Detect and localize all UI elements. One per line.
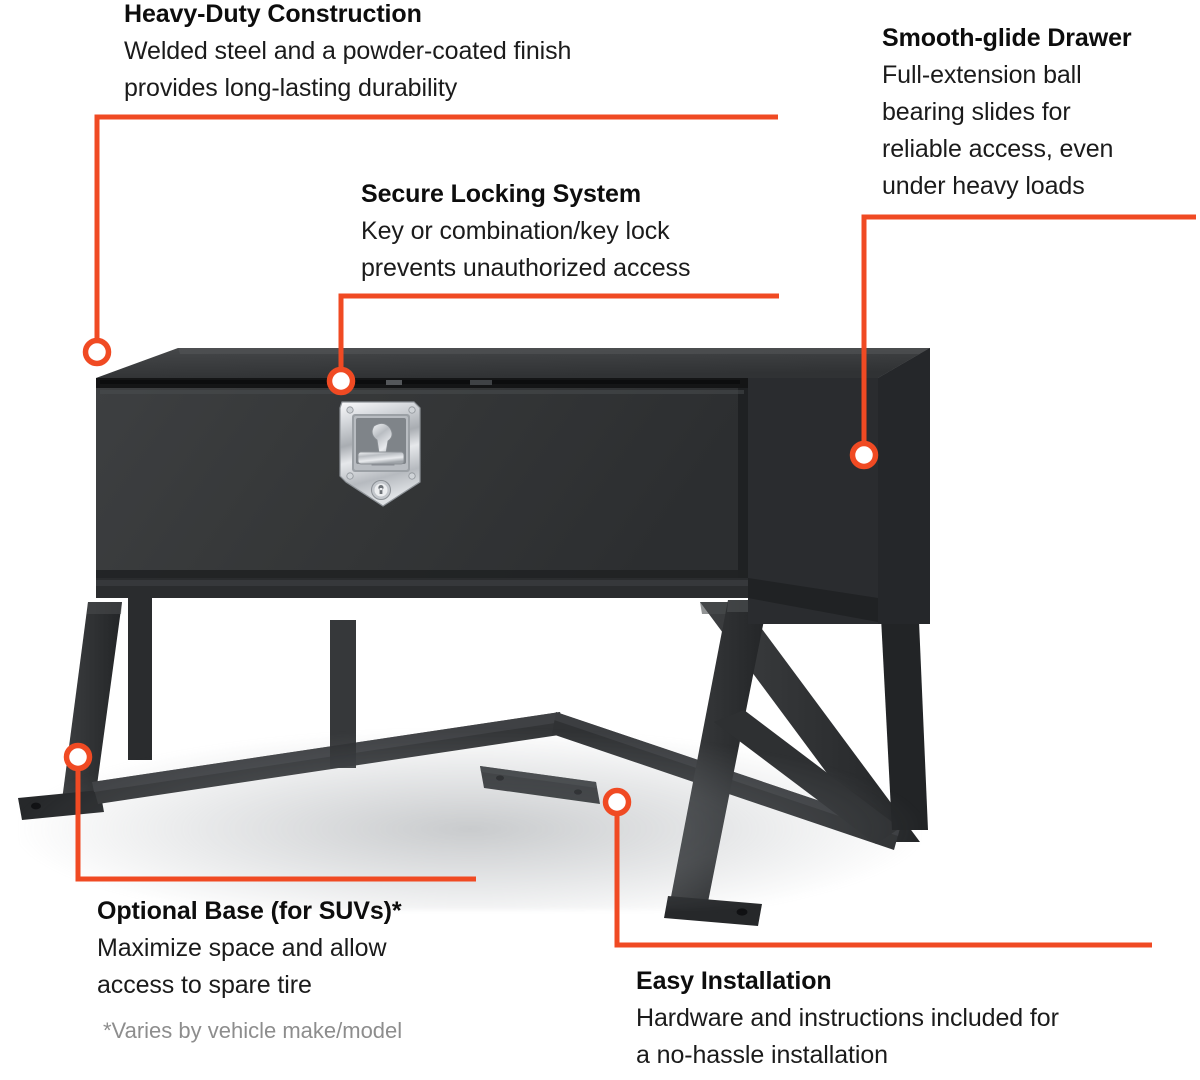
callout-body-line: provides long-lasting durability (124, 74, 458, 102)
callout-body-line: Key or combination/key lock (361, 217, 670, 245)
callout-title: Easy Installation (636, 967, 832, 995)
callout-optional-base: Optional Base (for SUVs)* Maximize space… (97, 893, 402, 1048)
t-handle-latch (339, 401, 421, 507)
product-drop-shadow (20, 730, 920, 910)
drawer-front-panel (96, 388, 748, 578)
callout-body: Full-extension ball bearing slides for r… (882, 57, 1132, 205)
key-cylinder (371, 480, 391, 500)
callout-body-line: Hardware and instructions included for (636, 1004, 1059, 1032)
callout-body-line: under heavy loads (882, 172, 1085, 200)
callout-footnote: *Varies by vehicle make/model (103, 1018, 403, 1043)
callout-body-line: Full-extension ball (882, 61, 1082, 89)
callout-body-line: prevents unauthorized access (361, 254, 691, 282)
callout-heavy-duty: Heavy-Duty Construction Welded steel and… (124, 0, 571, 107)
callout-body: Key or combination/key lock prevents una… (361, 213, 690, 287)
callout-body: Welded steel and a powder-coated finish … (124, 33, 571, 107)
callout-body-line: bearing slides for (882, 98, 1071, 126)
product-image (0, 330, 1000, 940)
callout-title: Heavy-Duty Construction (124, 0, 422, 28)
callout-body-line: reliable access, even (882, 135, 1114, 163)
callout-title: Smooth-glide Drawer (882, 24, 1132, 52)
callout-secure-locking-system: Secure Locking System Key or combination… (361, 176, 690, 287)
callout-body: Maximize space and allow access to spare… (97, 930, 402, 1004)
toolbox-body (96, 348, 930, 624)
callout-title: Secure Locking System (361, 180, 641, 208)
callout-body: Hardware and instructions included for a… (636, 1000, 1059, 1074)
callout-body-line: access to spare tire (97, 971, 312, 999)
callout-body-line: Maximize space and allow (97, 934, 387, 962)
callout-easy-installation: Easy Installation Hardware and instructi… (636, 963, 1059, 1074)
callout-smooth-glide-drawer: Smooth-glide Drawer Full-extension ball … (882, 20, 1132, 205)
callout-body-line: a no-hassle installation (636, 1041, 888, 1069)
callout-body-line: Welded steel and a powder-coated finish (124, 37, 572, 65)
callout-title: Optional Base (for SUVs)* (97, 897, 402, 925)
